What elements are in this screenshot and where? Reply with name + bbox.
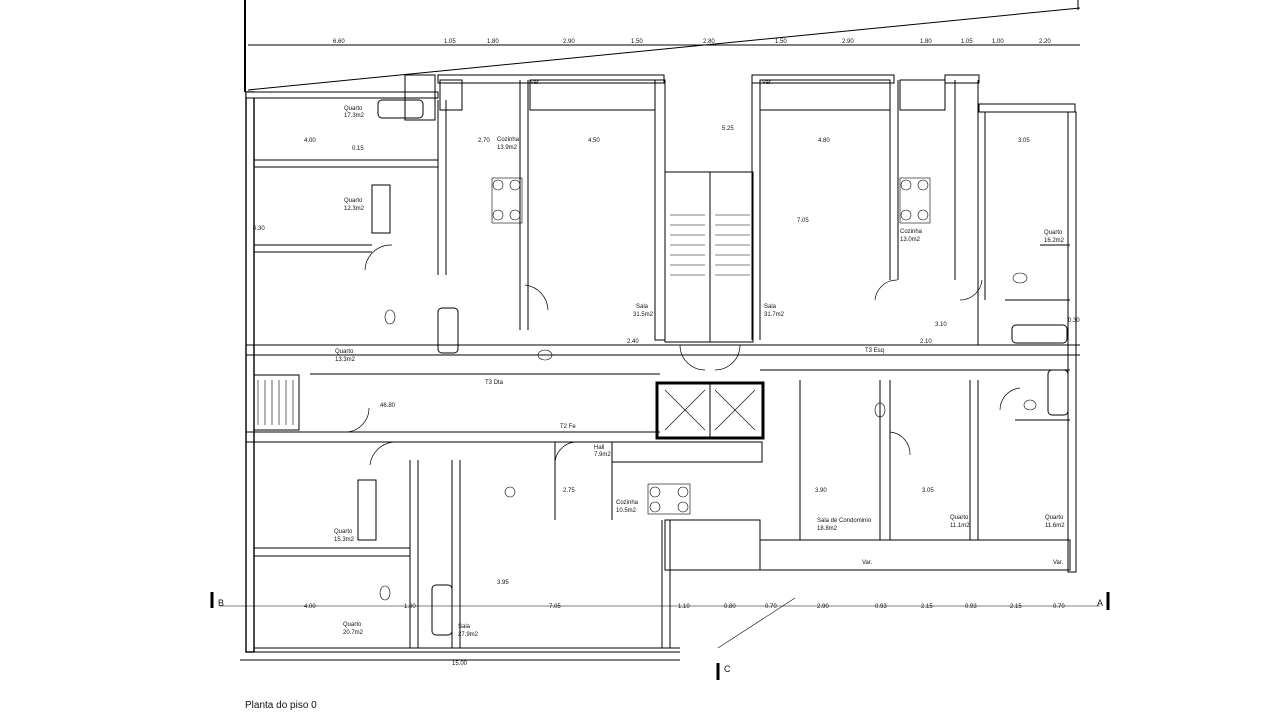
room-quarto-4-area: 15.3m2 xyxy=(334,537,355,543)
room-sala-2-area: 31.7m2 xyxy=(764,312,785,318)
unit-t3-esq: T3 Esq xyxy=(865,348,884,354)
dimension-label: 1.05 xyxy=(444,39,456,45)
dimension-label: 2.80 xyxy=(703,39,715,45)
room-quarto-2-area: 12.3m2 xyxy=(344,206,365,212)
unit-t3-dta: T3 Dta xyxy=(485,380,504,386)
dimension-label: 7.05 xyxy=(797,218,809,224)
dimension-label: 3.05 xyxy=(1018,138,1030,144)
section-label-a: A xyxy=(1097,598,1103,608)
dimension-label: 2.40 xyxy=(627,339,639,345)
section-label-b: B xyxy=(218,598,224,608)
room-quarto-3-area: 13.3m2 xyxy=(335,357,356,363)
dimension-label: 3.05 xyxy=(922,488,934,494)
dimension-label: 2.90 xyxy=(563,39,575,45)
room-hall-area: 7.9m2 xyxy=(594,452,611,458)
dimension-label: 3.90 xyxy=(815,488,827,494)
dimension-label: 2.10 xyxy=(920,339,932,345)
dimension-label: 1.80 xyxy=(404,604,416,610)
dimension-label: 2.90 xyxy=(817,604,829,610)
dimension-label: 0.30 xyxy=(1068,318,1080,324)
dimension-label: 0.93 xyxy=(965,604,977,610)
var-label-3: Var. xyxy=(862,560,873,566)
room-hall-name: Hall xyxy=(594,445,604,451)
top-dimensions: 6.60 1.05 1.80 2.90 1.50 2.80 1.50 2.90 … xyxy=(333,39,1051,45)
room-quarto-7-name: Quarto xyxy=(950,515,969,521)
room-sala-1-area: 31.5m2 xyxy=(633,312,654,318)
section-label-c: C xyxy=(724,664,731,674)
dimension-label: 2.15 xyxy=(1010,604,1022,610)
misc-dimensions: 0.30 0.15 4.00 2.70 4.50 4.80 3.05 5.25 … xyxy=(253,126,1080,586)
dimension-label: 0.93 xyxy=(875,604,887,610)
dimension-label: 2.90 xyxy=(842,39,854,45)
var-label-2: Var. xyxy=(762,80,773,86)
overall-dimension: 15.00 xyxy=(452,661,468,667)
dimension-label: 2.75 xyxy=(563,488,575,494)
dimension-label: 1.05 xyxy=(961,39,973,45)
room-sala-condominio-area: 18.8m2 xyxy=(817,526,838,532)
dimension-label: 2.15 xyxy=(921,604,933,610)
room-sala-3-name: Sala xyxy=(458,624,471,630)
room-quarto-6-name: Quarto xyxy=(1044,230,1063,236)
room-labels: Quarto 17.3m2 Quarto 12.3m2 Quarto 13.3m… xyxy=(334,80,1065,638)
dimension-label: 1.80 xyxy=(920,39,932,45)
dimension-label: 0.70 xyxy=(1053,604,1065,610)
dimension-label: 1.00 xyxy=(992,39,1004,45)
room-quarto-8-name: Quarto xyxy=(1045,515,1064,521)
dimension-label: 0.15 xyxy=(352,146,364,152)
dimension-label: 1.10 xyxy=(678,604,690,610)
dimension-label: 1.50 xyxy=(775,39,787,45)
room-quarto-7-area: 11.1m2 xyxy=(950,523,970,529)
unit-t2-fe: T2 Fe xyxy=(560,424,576,430)
dimension-label: 7.05 xyxy=(549,604,561,610)
dimension-label: 2.70 xyxy=(478,138,490,144)
room-quarto-1-name: Quarto xyxy=(344,106,363,112)
room-cozinha-1-area: 13.9m2 xyxy=(497,145,518,151)
room-sala-condominio-name: Sala de Condominio xyxy=(817,518,872,524)
dimension-label: 4.50 xyxy=(588,138,600,144)
dimension-label: 4.80 xyxy=(818,138,830,144)
dimension-label: 0.80 xyxy=(724,604,736,610)
drawing-caption: Planta do piso 0 xyxy=(245,700,317,711)
room-quarto-8-area: 11.6m2 xyxy=(1045,523,1065,529)
room-quarto-2-name: Quarto xyxy=(344,198,363,204)
room-sala-3-area: 27.9m2 xyxy=(458,632,479,638)
dimension-label: 2.20 xyxy=(1039,39,1051,45)
room-cozinha-2-area: 13.0m2 xyxy=(900,237,921,243)
room-cozinha-3-name: Cozinha xyxy=(616,500,639,506)
dimension-label: 3.95 xyxy=(497,580,509,586)
room-sala-1-name: Sala xyxy=(636,304,649,310)
room-cozinha-3-area: 10.5m2 xyxy=(616,508,637,514)
room-quarto-3-name: Quarto xyxy=(335,349,354,355)
dimension-label: 0.70 xyxy=(765,604,777,610)
dimension-label: 1.80 xyxy=(487,39,499,45)
var-label-4: Var. xyxy=(1053,560,1064,566)
var-label-1: Var. xyxy=(530,80,541,86)
dimension-label: 0.30 xyxy=(253,226,265,232)
room-cozinha-1-name: Cozinha xyxy=(497,137,520,143)
dimension-label: 4.00 xyxy=(304,604,316,610)
dimension-label: 5.25 xyxy=(722,126,734,132)
room-quarto-5-area: 20.7m2 xyxy=(343,630,364,636)
dimension-label: 4.00 xyxy=(304,138,316,144)
dimension-label: 6.60 xyxy=(333,39,345,45)
dimension-label: 3.10 xyxy=(935,322,947,328)
entry-level: 46.80 xyxy=(380,403,396,409)
bottom-dimensions: 4.00 1.80 7.05 1.10 0.80 0.70 2.90 0.93 … xyxy=(304,604,1065,610)
room-cozinha-2-name: Cozinha xyxy=(900,229,923,235)
room-quarto-4-name: Quarto xyxy=(334,529,353,535)
room-quarto-1-area: 17.3m2 xyxy=(344,113,365,119)
room-quarto-5-name: Quarto xyxy=(343,622,362,628)
dimension-label: 1.50 xyxy=(631,39,643,45)
room-sala-2-name: Sala xyxy=(764,304,777,310)
room-quarto-6-area: 16.2m2 xyxy=(1044,238,1065,244)
